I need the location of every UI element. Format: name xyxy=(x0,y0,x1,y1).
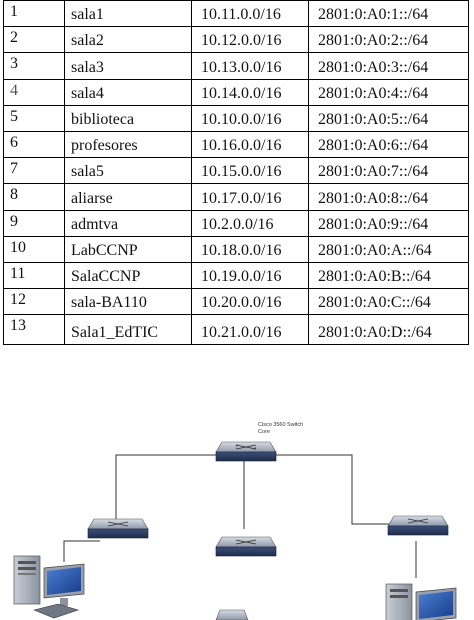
vlan-name: profesores xyxy=(64,130,192,159)
vlan-number: 7 xyxy=(3,157,65,185)
server-icon xyxy=(13,555,41,605)
vlan-number: 1 xyxy=(3,0,65,28)
table-row: 5 biblioteca 10.10.0.0/16 2801:0:A0:5::/… xyxy=(3,104,469,132)
table-row: 10 LabCCNP 10.18.0.0/16 2801:0:A0:A::/64 xyxy=(3,235,469,263)
table-row: 1 sala1 10.11.0.0/16 2801:0:A0:1::/64 xyxy=(3,0,469,28)
monitor-icon xyxy=(43,563,85,606)
vlan-name: admtva xyxy=(64,209,192,237)
core-switch-label: Cisco 3560 Switch xyxy=(258,422,303,428)
table-row: 9 admtva 10.2.0.0/16 2801:0:A0:9::/64 xyxy=(3,209,469,237)
switch-icon xyxy=(387,515,449,536)
ipv6-prefix: 2801:0:A0:3::/64 xyxy=(308,52,469,80)
ipv4-network: 10.12.0.0/16 xyxy=(191,26,309,54)
vlan-name: SalaCCNP xyxy=(64,261,192,290)
network-diagram: Cisco 3560 Switch Core xyxy=(13,422,457,620)
ipv4-network: 10.2.0.0/16 xyxy=(191,209,309,237)
table-row: 4 sala4 10.14.0.0/16 2801:0:A0:4::/64 xyxy=(3,78,469,106)
ipv6-prefix: 2801:0:A0:5::/64 xyxy=(308,104,469,132)
vlan-number: 10 xyxy=(3,235,65,263)
table-row: 11 SalaCCNP 10.19.0.0/16 2801:0:A0:B::/6… xyxy=(3,261,469,290)
vlan-name: sala-BA110 xyxy=(64,288,192,316)
table-row: 12 sala-BA110 10.20.0.0/16 2801:0:A0:C::… xyxy=(3,288,469,316)
switch-icon xyxy=(215,536,277,557)
core-switch-sublabel: Core xyxy=(258,429,270,435)
table-row: 8 aliarse 10.17.0.0/16 2801:0:A0:8::/64 xyxy=(3,183,469,211)
monitor-icon xyxy=(415,587,457,620)
vlan-number: 8 xyxy=(3,183,65,211)
table-row: 3 sala3 10.13.0.0/16 2801:0:A0:3::/64 xyxy=(3,52,469,80)
vlan-number: 3 xyxy=(3,52,65,80)
ipv6-prefix: 2801:0:A0:C::/64 xyxy=(308,288,469,316)
ipv6-prefix: 2801:0:A0:4::/64 xyxy=(308,78,469,106)
ipv4-network: 10.13.0.0/16 xyxy=(191,52,309,80)
vlan-number: 2 xyxy=(3,26,65,54)
vlan-table-body: 1 sala1 10.11.0.0/16 2801:0:A0:1::/64 2 … xyxy=(3,0,469,346)
ipv6-prefix: 2801:0:A0:6::/64 xyxy=(308,130,469,159)
ipv6-prefix: 2801:0:A0:2::/64 xyxy=(308,26,469,54)
ipv4-network: 10.14.0.0/16 xyxy=(191,78,309,106)
vlan-name: aliarse xyxy=(64,183,192,211)
ipv6-prefix: 2801:0:A0:B::/64 xyxy=(308,261,469,290)
ipv6-prefix: 2801:0:A0:8::/64 xyxy=(308,183,469,211)
ipv4-network: 10.20.0.0/16 xyxy=(191,288,309,316)
vlan-name: sala1 xyxy=(64,0,192,28)
vlan-name: sala4 xyxy=(64,78,192,106)
ipv4-network: 10.21.0.0/16 xyxy=(191,314,309,346)
keyboard-icon xyxy=(33,603,79,619)
vlan-name: sala2 xyxy=(64,26,192,54)
ipv4-network: 10.11.0.0/16 xyxy=(191,0,309,28)
vlan-number: 9 xyxy=(3,209,65,237)
vlan-number: 12 xyxy=(3,288,65,316)
vlan-name: sala5 xyxy=(64,157,192,185)
vlan-number: 11 xyxy=(3,261,65,290)
vlan-number: 13 xyxy=(3,314,65,346)
table-row: 13 Sala1_EdTIC 10.21.0.0/16 2801:0:A0:D:… xyxy=(3,314,469,346)
ipv4-network: 10.18.0.0/16 xyxy=(191,235,309,263)
core-to-right-link xyxy=(268,454,400,525)
ipv4-network: 10.15.0.0/16 xyxy=(191,157,309,185)
ipv6-prefix: 2801:0:A0:9::/64 xyxy=(308,209,469,237)
vlan-name: biblioteca xyxy=(64,104,192,132)
table-row: 7 sala5 10.15.0.0/16 2801:0:A0:7::/64 xyxy=(3,157,469,185)
table-row: 2 sala2 10.12.0.0/16 2801:0:A0:2::/64 xyxy=(3,26,469,54)
ipv4-network: 10.19.0.0/16 xyxy=(191,261,309,290)
vlan-number: 5 xyxy=(3,104,65,132)
table-row: 6 profesores 10.16.0.0/16 2801:0:A0:6::/… xyxy=(3,130,469,159)
ipv6-prefix: 2801:0:A0:7::/64 xyxy=(308,157,469,185)
switch-icon xyxy=(215,609,249,620)
vlan-number: 6 xyxy=(3,130,65,159)
ipv6-prefix: 2801:0:A0:D::/64 xyxy=(308,314,469,346)
ipv4-network: 10.16.0.0/16 xyxy=(191,130,309,159)
vlan-name: Sala1_EdTIC xyxy=(64,314,192,346)
core-to-left-link xyxy=(115,454,220,526)
vlan-name: LabCCNP xyxy=(64,235,192,263)
vlan-name: sala3 xyxy=(64,52,192,80)
ipv4-network: 10.10.0.0/16 xyxy=(191,104,309,132)
left-switch-to-pc-link xyxy=(63,540,100,562)
ipv6-prefix: 2801:0:A0:A::/64 xyxy=(308,235,469,263)
link-lines xyxy=(63,454,417,578)
server-icon xyxy=(385,583,413,620)
switch-icon xyxy=(87,518,149,539)
vlan-table: 1 sala1 10.11.0.0/16 2801:0:A0:1::/64 2 … xyxy=(3,0,469,346)
core-switch-icon xyxy=(215,441,277,462)
ipv4-network: 10.17.0.0/16 xyxy=(191,183,309,211)
vlan-number: 4 xyxy=(3,78,65,106)
ipv6-prefix: 2801:0:A0:1::/64 xyxy=(308,0,469,28)
